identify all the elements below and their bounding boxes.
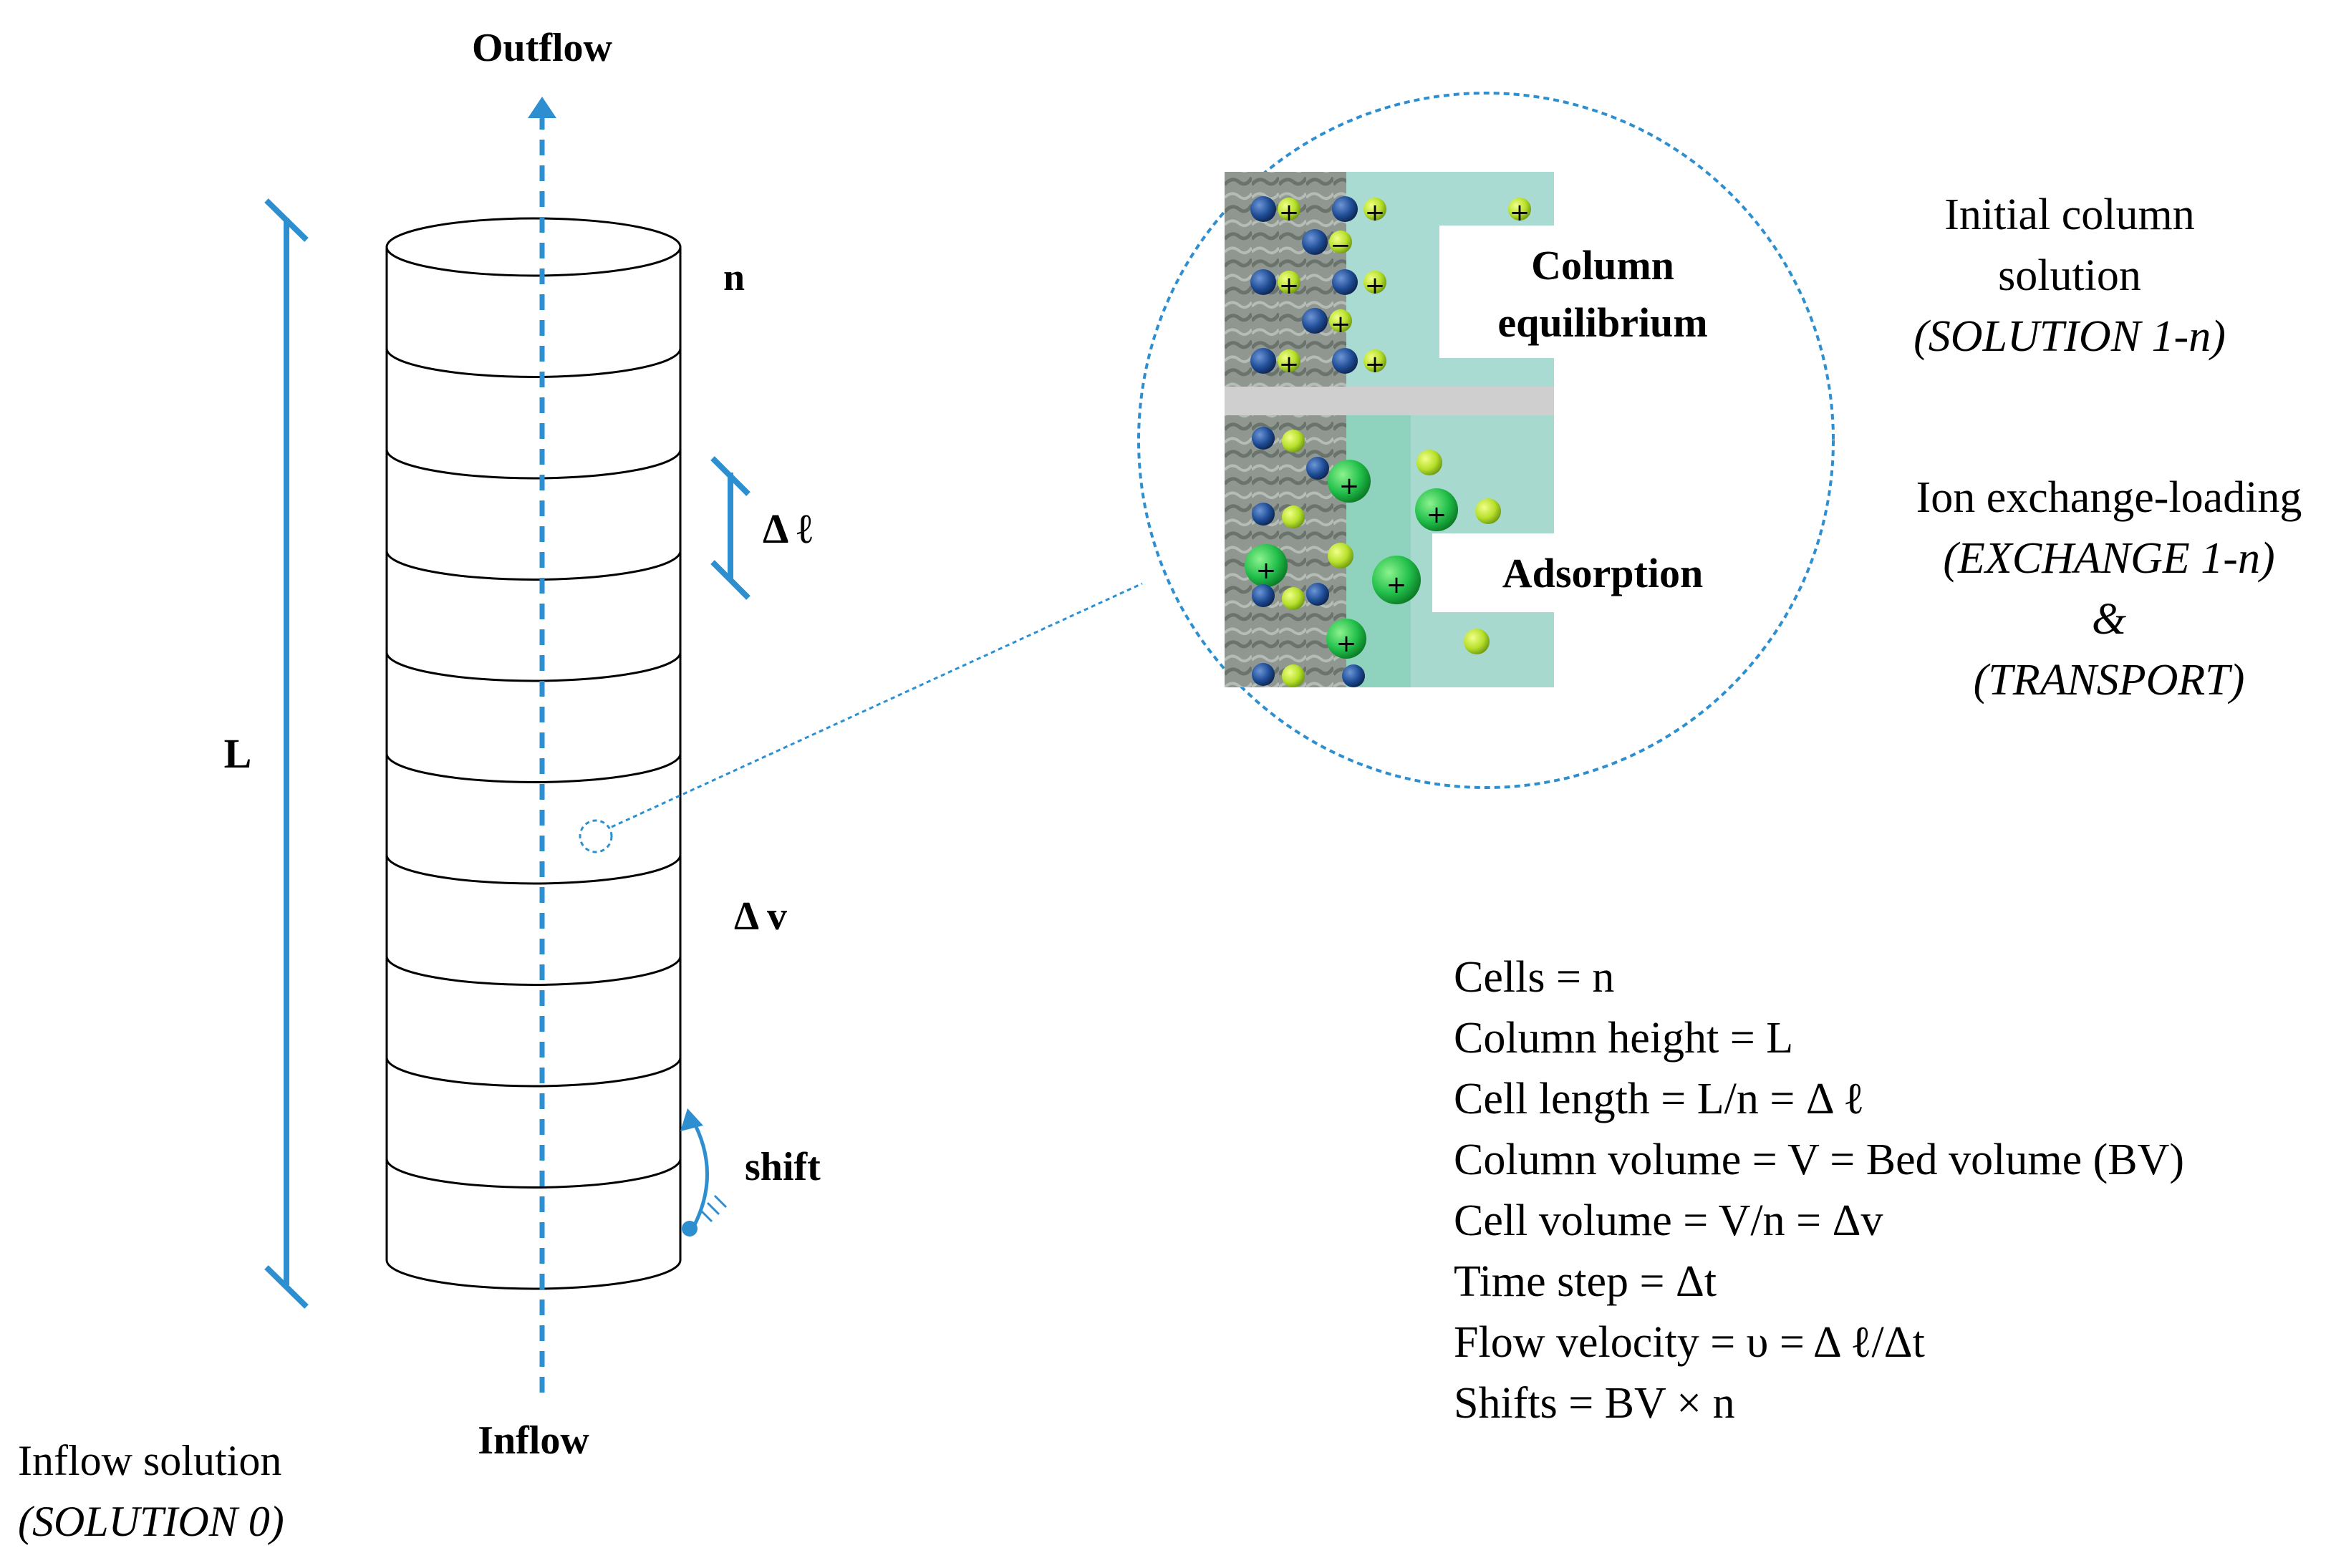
definitions-list: Cells = n Column height = L Cell length …	[1454, 953, 2184, 1428]
cell-divider	[385, 551, 682, 581]
shift-arrow	[689, 1115, 709, 1233]
ions-bottom-panel	[1245, 427, 1501, 687]
definition-item: Flow velocity = υ = Δ ℓ/Δt	[1454, 1318, 1925, 1367]
cell-divider	[385, 1158, 682, 1189]
ion-charge-sign: +	[1365, 198, 1386, 227]
ion-exchange-line1: Ion exchange-loading	[1916, 473, 2302, 522]
definition-item: Shifts = BV × n	[1454, 1379, 1735, 1428]
length-indicator-top-tick	[264, 198, 309, 242]
ions-top-panel	[1250, 196, 1531, 374]
zoom-origin-circle	[579, 819, 613, 853]
shift-origin-dot	[682, 1221, 698, 1237]
ion-exchange-line3: &	[2092, 595, 2126, 644]
inflow-label: Inflow	[478, 1418, 589, 1463]
column-equilibrium-label-line2: equilibrium	[1497, 299, 1707, 346]
cell-divider	[385, 753, 682, 783]
cell-volume-label: Δ v	[734, 894, 787, 939]
adsorption-label: Adsorption	[1502, 550, 1703, 596]
cell-divider	[385, 348, 682, 378]
definition-item: Cell volume = V/n = Δv	[1454, 1196, 1883, 1245]
ion-charge-sign: +	[1279, 350, 1300, 379]
cell-length-bottom-tick	[710, 560, 750, 600]
ion-charge-sign: +	[1256, 556, 1277, 585]
length-label: L	[224, 730, 252, 777]
initial-solution-line1: Initial column	[1944, 190, 2195, 239]
cell-divider	[385, 956, 682, 986]
definition-item: Cells = n	[1454, 953, 1614, 1002]
adsorption-box	[1432, 533, 1615, 612]
ion-charge-sign: −	[1331, 231, 1351, 260]
shift-hatch-icon	[699, 1194, 728, 1223]
column-cylinder	[385, 348, 682, 1189]
outflow-arrowhead	[528, 97, 556, 118]
column-top-ellipse	[385, 217, 682, 277]
cell-length-top-tick	[710, 456, 750, 496]
inflow-solution-line2: (SOLUTION 0)	[18, 1498, 284, 1545]
outflow-label: Outflow	[472, 26, 613, 70]
initial-solution-line3: (SOLUTION 1-n)	[1913, 312, 2226, 361]
ion-charge-sign: +	[1331, 310, 1351, 339]
column-bottom-ellipse	[385, 1259, 682, 1290]
ion-charge-sign: +	[1336, 629, 1357, 658]
cell-n-label: n	[723, 256, 745, 299]
ion-exchange-line4: (TRANSPORT)	[1974, 656, 2245, 705]
shift-arrowhead	[680, 1108, 703, 1131]
definition-item: Cell length = L/n = Δ ℓ	[1454, 1075, 1864, 1123]
ion-charge-sign: +	[1427, 500, 1447, 529]
ion-charge-sign: +	[1365, 350, 1386, 379]
ion-charge-sign: +	[1386, 571, 1407, 599]
cell-divider	[385, 449, 682, 480]
cell-divider	[385, 854, 682, 885]
cell-divider	[385, 1057, 682, 1088]
column-equilibrium-label-line1: Column	[1531, 242, 1674, 289]
ion-charge-sign: +	[1279, 271, 1300, 300]
ion-charge-sign: +	[1365, 271, 1386, 300]
zoom-connector-line	[611, 582, 1143, 828]
ion-charge-sign: +	[1510, 198, 1530, 227]
definition-item: Column height = L	[1454, 1014, 1793, 1063]
column-equilibrium-box	[1439, 226, 1615, 358]
ion-exchange-line2: (EXCHANGE 1-n)	[1943, 534, 2274, 583]
definition-item: Column volume = V = Bed volume (BV)	[1454, 1136, 2184, 1184]
cell-length-label: Δ ℓ	[763, 505, 813, 552]
initial-solution-line2: solution	[1998, 251, 2141, 300]
length-indicator-bottom-tick	[264, 1265, 309, 1309]
definition-item: Time step = Δt	[1454, 1257, 1717, 1306]
inflow-solution-line1: Inflow solution	[18, 1437, 281, 1484]
ion-charge-sign: +	[1279, 198, 1300, 227]
ion-charge-sign: +	[1339, 472, 1360, 500]
cell-divider	[385, 652, 682, 682]
shift-label: shift	[745, 1145, 821, 1189]
